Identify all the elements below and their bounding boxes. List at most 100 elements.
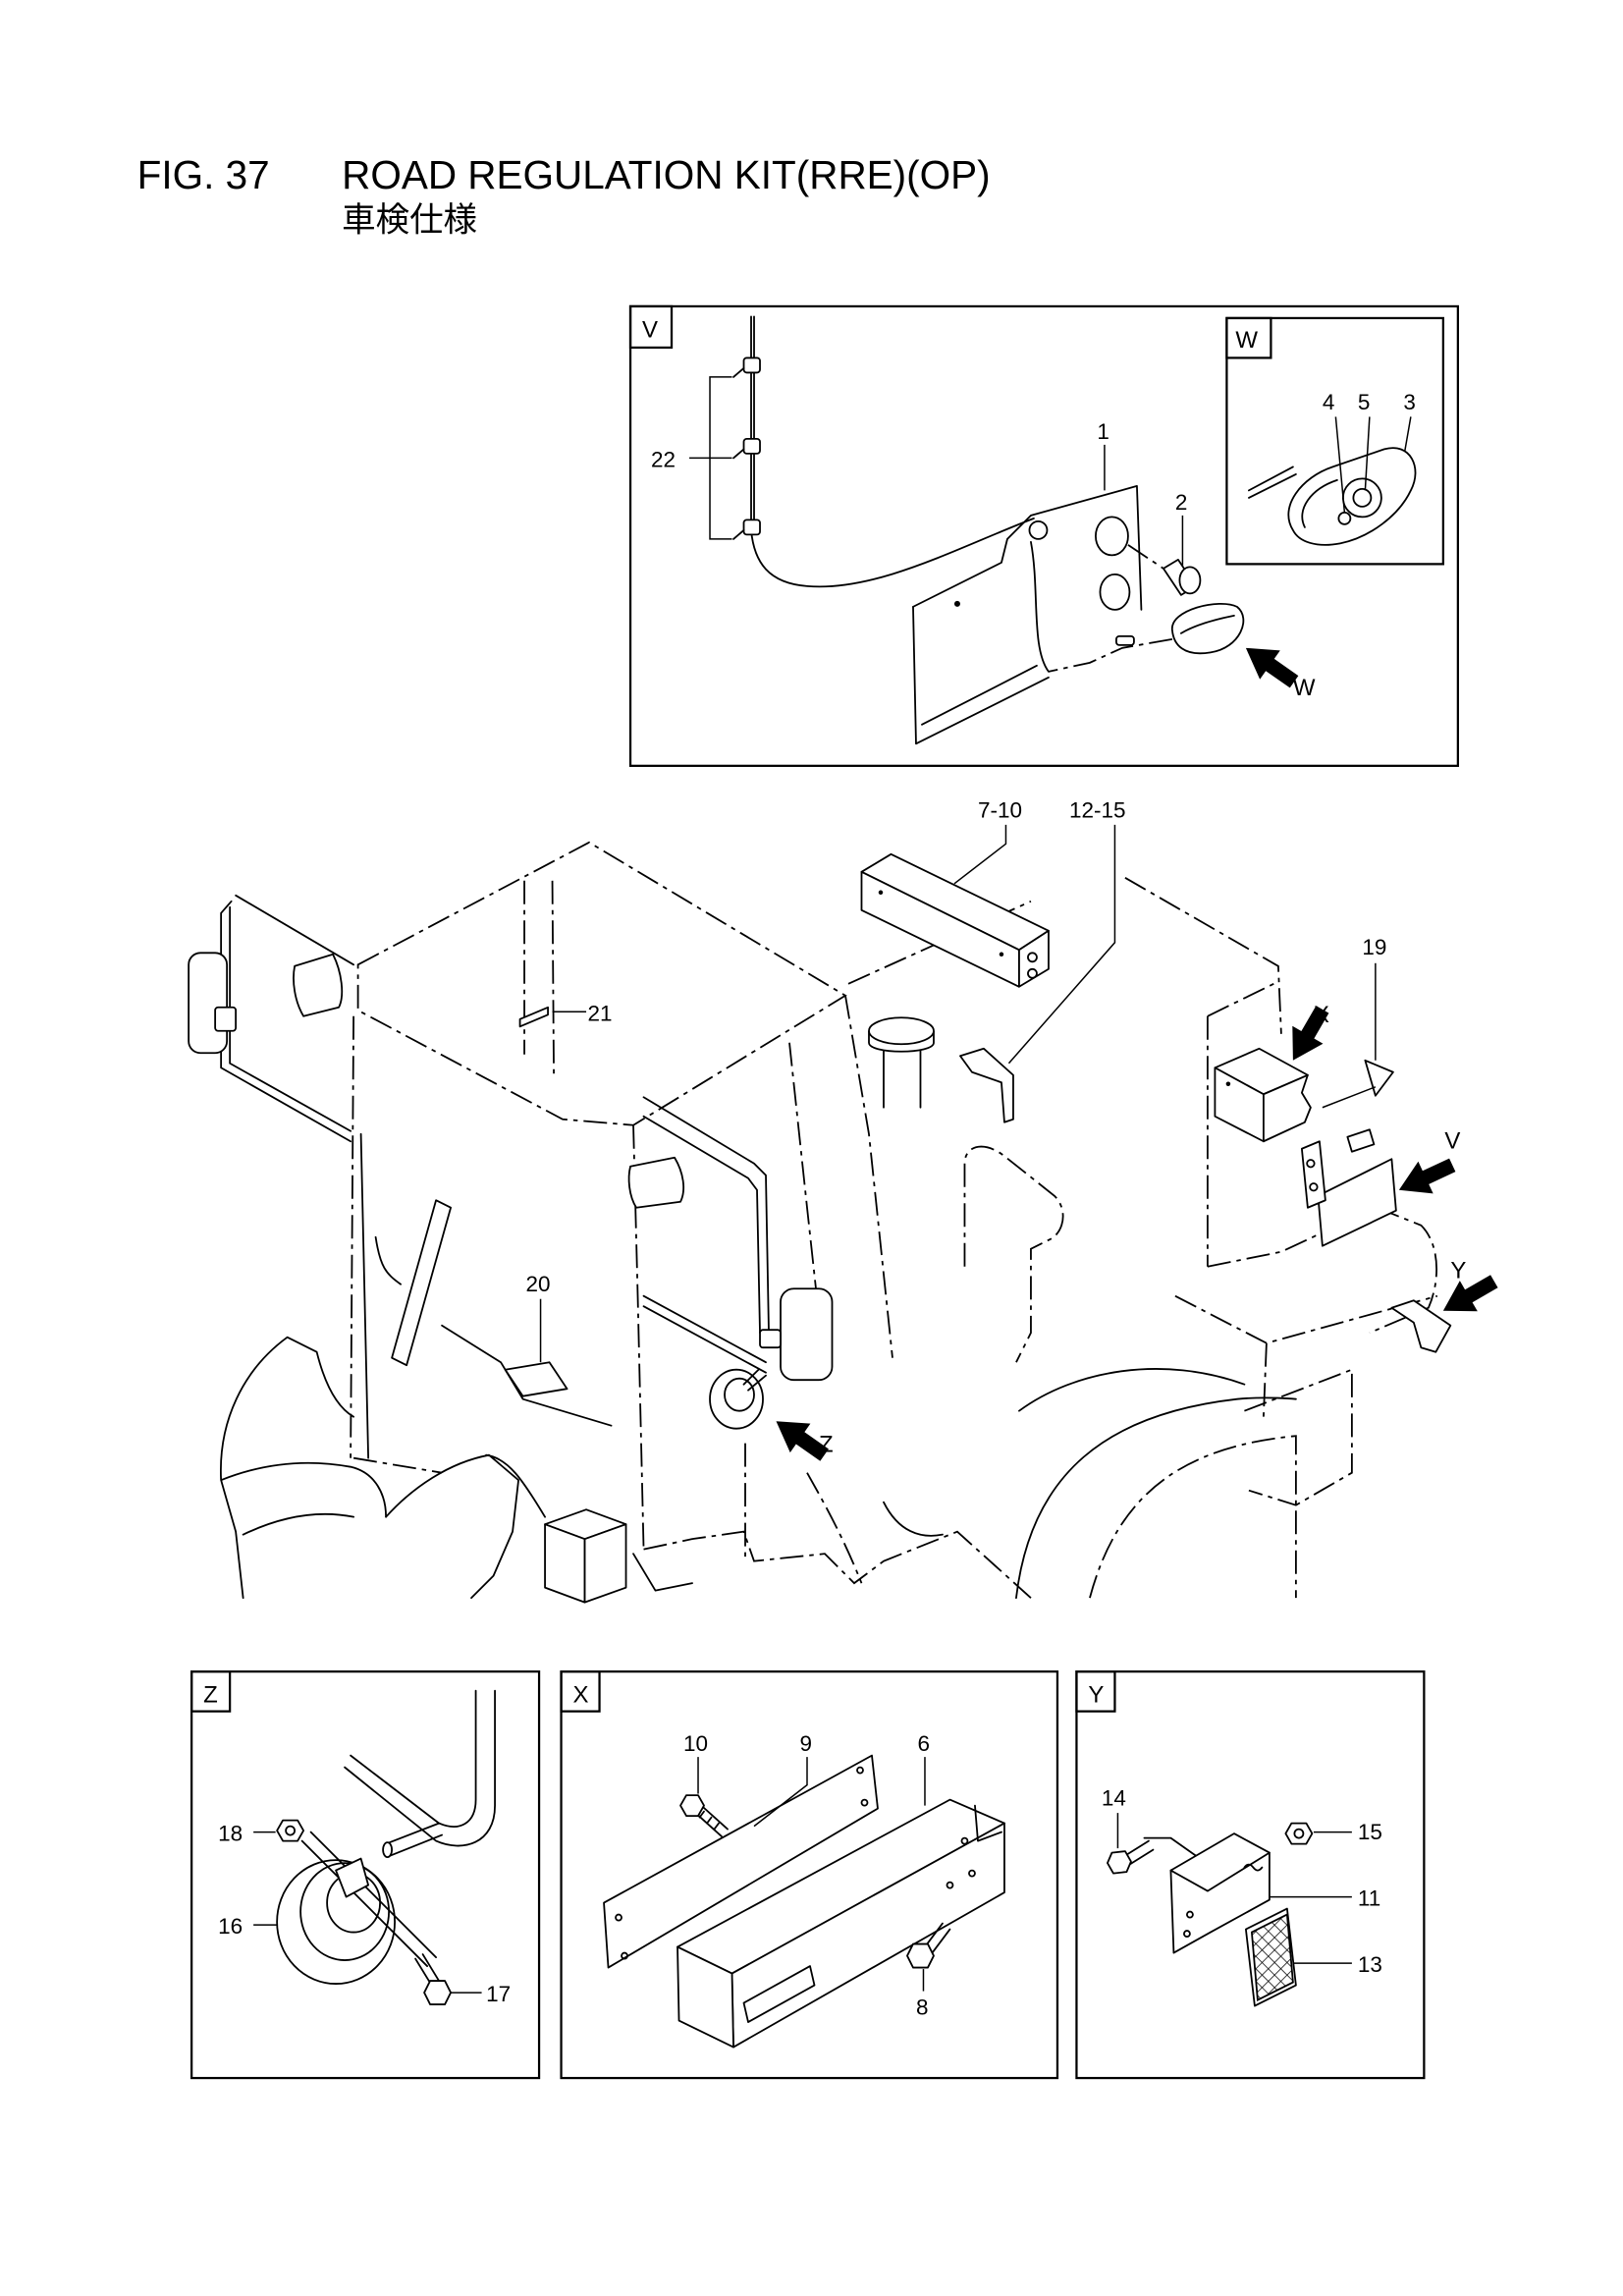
harness-clip bbox=[742, 438, 761, 455]
bolt-10 bbox=[679, 1794, 729, 1837]
horn-stay-rod bbox=[385, 1822, 443, 1857]
detail-view-v: V 22 1 2 bbox=[628, 304, 1459, 767]
sign-19 bbox=[1364, 1059, 1394, 1097]
detail-v-frame bbox=[628, 304, 1459, 767]
view-arrow-y-label: Y bbox=[1450, 1258, 1466, 1285]
left-mirror-assembly bbox=[188, 894, 354, 1143]
callout-5-leader bbox=[1364, 416, 1371, 491]
callout-18: 18 bbox=[218, 1822, 243, 1846]
bolt-14 bbox=[1107, 1839, 1155, 1875]
callout-4: 4 bbox=[1323, 390, 1335, 414]
callout-20: 20 bbox=[526, 1272, 551, 1296]
callout-7-10: 7-10 bbox=[978, 797, 1022, 822]
wire-harness bbox=[732, 315, 1035, 588]
view-arrow-v bbox=[1391, 1149, 1460, 1207]
cab-step bbox=[391, 1199, 452, 1367]
left-work-lamp bbox=[293, 953, 344, 1017]
mirror-stay-pipe bbox=[344, 1689, 496, 1847]
view-arrow-x-label: X bbox=[1314, 1002, 1329, 1028]
horn-bracket bbox=[300, 1831, 437, 1967]
nut-15 bbox=[1284, 1822, 1314, 1845]
callout-15: 15 bbox=[1358, 1820, 1382, 1844]
harness-clip bbox=[742, 356, 761, 374]
callout-17: 17 bbox=[486, 1982, 511, 2006]
reflector-13 bbox=[1245, 1907, 1297, 2007]
mounting-bolt bbox=[1127, 544, 1202, 596]
detail-y-frame bbox=[1075, 1670, 1426, 2080]
detail-v-label-box bbox=[628, 304, 674, 350]
detail-z-label: Z bbox=[203, 1682, 218, 1709]
machine-body-outline bbox=[350, 841, 1438, 1599]
callout-3: 3 bbox=[1403, 390, 1416, 414]
reflector-bracket bbox=[959, 1047, 1014, 1123]
view-arrow-y bbox=[1434, 1266, 1503, 1327]
callout-11: 11 bbox=[1358, 1886, 1380, 1911]
left-mirror bbox=[188, 952, 229, 1055]
callout-9: 9 bbox=[800, 1731, 813, 1756]
bracket-11 bbox=[1169, 1832, 1271, 1954]
sign-19-leader bbox=[1322, 1086, 1377, 1109]
detail-z-label-box bbox=[190, 1670, 232, 1713]
muffler bbox=[868, 1016, 935, 1109]
right-mirror-assembly bbox=[627, 1096, 834, 1382]
bolt-8 bbox=[906, 1922, 951, 1969]
view-arrow-w-label: W bbox=[1293, 675, 1316, 701]
lamp-closeup bbox=[1248, 447, 1417, 546]
callout-1: 1 bbox=[1097, 419, 1109, 444]
callout-22-bracket bbox=[689, 376, 732, 540]
decal-21 bbox=[518, 1006, 549, 1028]
callout-6: 6 bbox=[917, 1731, 930, 1756]
figure-title: ROAD REGULATION KIT(RRE)(OP) bbox=[342, 152, 991, 197]
detail-view-y: Y 14 15 11 13 bbox=[1075, 1670, 1426, 2080]
front-tire-right bbox=[385, 1453, 546, 1600]
detail-view-w: W 4 5 3 bbox=[1225, 316, 1444, 566]
detail-view-x: X 10 9 6 bbox=[560, 1670, 1059, 2080]
rear-combination-lamp-unit bbox=[860, 852, 1050, 988]
detail-y-label: Y bbox=[1088, 1682, 1104, 1709]
callout-9-leader bbox=[753, 1757, 808, 1828]
detail-view-z: Z 18 16 17 bbox=[190, 1670, 541, 2080]
detail-y-label-box bbox=[1075, 1670, 1116, 1713]
callout-3-leader bbox=[1404, 416, 1412, 452]
detail-v-label: V bbox=[642, 316, 658, 343]
lamp-housing-6 bbox=[676, 1798, 1005, 2049]
figure-header: FIG. 37 ROAD REGULATION KIT(RRE)(OP) 車検仕… bbox=[137, 152, 991, 240]
plate-20 bbox=[504, 1361, 568, 1397]
figure-title-japanese: 車検仕様 bbox=[342, 200, 477, 240]
detail-x-frame bbox=[560, 1670, 1059, 2080]
license-plate-bracket bbox=[912, 484, 1143, 745]
callout-8: 8 bbox=[916, 1995, 929, 2020]
rear-lamp-box bbox=[1214, 1047, 1312, 1143]
callout-14: 14 bbox=[1102, 1786, 1126, 1811]
rear-reflector-bracket bbox=[1390, 1299, 1452, 1353]
license-lamp bbox=[1030, 540, 1245, 673]
detail-w-label: W bbox=[1235, 327, 1258, 354]
view-arrow-v-label: V bbox=[1444, 1128, 1460, 1155]
harness-clip bbox=[742, 519, 761, 536]
callout-5: 5 bbox=[1358, 390, 1371, 414]
detail-w-frame bbox=[1225, 316, 1444, 566]
detail-z-frame bbox=[190, 1670, 541, 2080]
frame-detail bbox=[359, 1132, 944, 1592]
callout-21: 21 bbox=[588, 1001, 613, 1025]
callout-12-15-leader bbox=[1007, 824, 1116, 1065]
front-lamp-box bbox=[544, 1508, 627, 1604]
detail-x-label: X bbox=[573, 1682, 589, 1709]
callout-22: 22 bbox=[651, 447, 676, 471]
rear-tire bbox=[1015, 1396, 1297, 1600]
callout-7-10-leader bbox=[953, 824, 1007, 885]
nut-18 bbox=[276, 1819, 305, 1842]
horn-16 bbox=[276, 1859, 396, 1985]
right-work-lamp bbox=[627, 1156, 685, 1209]
callout-16: 16 bbox=[218, 1914, 243, 1939]
callout-10: 10 bbox=[683, 1731, 708, 1756]
rear-fender-arc bbox=[1018, 1368, 1246, 1412]
machine-solid-details bbox=[220, 1132, 1297, 1600]
detail-w-label-box bbox=[1225, 316, 1272, 359]
view-arrow-z-label: Z bbox=[819, 1432, 834, 1458]
horn bbox=[709, 1368, 767, 1430]
main-machine-view: 7-10 12-15 21 20 19 bbox=[188, 797, 1503, 1604]
handrail bbox=[642, 1294, 767, 1374]
callout-13: 13 bbox=[1358, 1952, 1382, 1977]
